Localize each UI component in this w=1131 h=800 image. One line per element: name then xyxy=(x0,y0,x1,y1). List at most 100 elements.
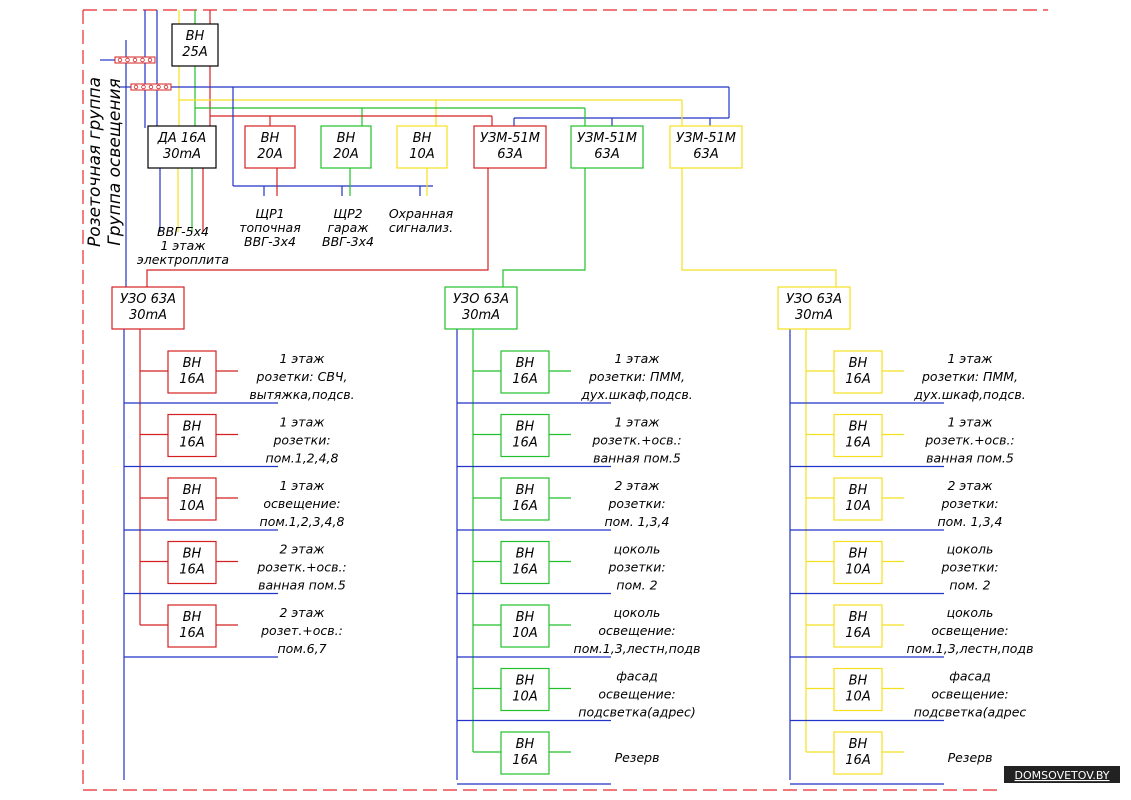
top-breaker-vn20b-line2: 20А xyxy=(333,147,358,162)
group-3-breaker-4-label-1: розетки: xyxy=(940,560,998,575)
uzo-2-line2: 30mA xyxy=(462,308,500,323)
group-1-breaker-4 xyxy=(167,540,217,585)
top-breaker-vn20a-line2: 20А xyxy=(257,147,282,162)
side-label-lighting: Группа освещения xyxy=(105,78,125,245)
terminal-strip xyxy=(130,83,172,91)
group-2-breaker-6-line1: ВН xyxy=(516,674,535,689)
group-2-breaker-2-label-0: 1 этаж xyxy=(615,415,661,430)
terminal-screw xyxy=(125,57,130,63)
group-2-breaker-3-line1: ВН xyxy=(516,483,535,498)
group-2-breaker-5-label-0: цоколь xyxy=(614,605,661,620)
top-breaker-vn20b xyxy=(320,125,372,169)
group-3-breaker-7 xyxy=(833,731,883,775)
group-2-breaker-7-line1: ВН xyxy=(516,737,535,752)
group-3-breaker-3-label-0: 2 этаж xyxy=(948,478,994,493)
group-1-breaker-5-label-2: пом.6,7 xyxy=(277,641,326,656)
terminal-strip xyxy=(114,56,156,64)
group-1-breaker-2-label-0: 1 этаж xyxy=(280,415,326,430)
red-to-uzo1 xyxy=(146,168,489,287)
top-breaker-uzm3-line1: УЗМ-51М xyxy=(676,131,736,146)
group-1-breaker-5 xyxy=(167,604,217,648)
group-3-breaker-7-line1: ВН xyxy=(849,737,868,752)
group-2-breaker-7-line2: 16А xyxy=(512,753,537,768)
group-2-breaker-4-label-1: розетки: xyxy=(607,560,665,575)
uzo-1-line2: 30mA xyxy=(129,308,167,323)
top-breaker-vn10-line1: ВН xyxy=(413,131,432,146)
top-label-0-line0: ВВГ-5х4 xyxy=(157,224,209,239)
group-2-breaker-5 xyxy=(500,604,550,648)
group-2-breaker-1-label-2: дух.шкаф,подсв. xyxy=(580,387,692,402)
top-label-2-line2: ВВГ-3х4 xyxy=(322,234,374,249)
group-1-breaker-5-label-0: 2 этаж xyxy=(280,605,326,620)
top-breaker-uzm3-line2: 63А xyxy=(693,147,718,162)
terminal-screw xyxy=(140,57,145,63)
top-breaker-uzm2-line2: 63А xyxy=(594,147,619,162)
top-breaker-vn10 xyxy=(396,125,448,169)
group-2-breaker-2-line2: 16А xyxy=(512,436,537,451)
group-3-breaker-3-label-1: розетки: xyxy=(940,496,998,511)
group-1-breaker-2-label-2: пом.1,2,4,8 xyxy=(266,451,339,466)
group-1-breaker-3-line2: 10А xyxy=(179,499,204,514)
yellow-to-uzo3 xyxy=(681,168,837,287)
group-2-breaker-4-line1: ВН xyxy=(516,547,535,562)
group-2-breaker-4-line2: 16А xyxy=(512,563,537,578)
terminal-screw xyxy=(147,57,153,63)
top-label-1-line0: ЩР1 xyxy=(255,206,284,221)
group-1-breaker-5-line2: 16А xyxy=(179,626,204,641)
group-2-breaker-5-label-2: пом.1,3,лестн,подв xyxy=(574,641,701,656)
group-2-breaker-6 xyxy=(500,667,550,712)
breakers-layer xyxy=(111,23,1120,783)
group-1-breaker-5-line1: ВН xyxy=(183,610,202,625)
group-3-breaker-4-line1: ВН xyxy=(849,547,868,562)
group-3-breaker-4 xyxy=(833,540,883,585)
group-3-breaker-3 xyxy=(833,477,883,521)
main-switch-vn25-line1: ВН xyxy=(186,29,205,44)
terminal-screw xyxy=(132,57,138,63)
group-1-breaker-4-line2: 16А xyxy=(179,563,204,578)
group-2-breaker-4 xyxy=(500,540,550,585)
uzo-3 xyxy=(777,286,851,330)
group-1-breaker-2-label-1: розетки: xyxy=(272,433,330,448)
group-2-breaker-5-line2: 10А xyxy=(512,626,537,641)
top-breaker-uzm1 xyxy=(473,125,547,169)
side-label-outlets: Розеточная группа xyxy=(85,77,105,247)
group-3-breaker-5-label-0: цоколь xyxy=(947,605,994,620)
terminal-screw xyxy=(117,57,123,63)
uzo-2-line1: УЗО 63А xyxy=(453,292,509,307)
top-label-0-line1: 1 этаж xyxy=(161,238,207,253)
group-1-breaker-3-label-1: освещение: xyxy=(263,496,340,511)
top-label-1-line1: топочная xyxy=(239,220,301,235)
terminal-screw xyxy=(133,84,139,90)
group-3-breaker-5-line1: ВН xyxy=(849,610,868,625)
group-2-breaker-1 xyxy=(500,350,550,394)
group-3-breaker-2-label-2: ванная пом.5 xyxy=(926,451,1014,466)
group-3-breaker-3-line1: ВН xyxy=(849,483,868,498)
group-1-breaker-3 xyxy=(167,477,217,521)
group-1-breaker-1 xyxy=(167,350,217,394)
wires-layer xyxy=(82,9,1048,791)
group-1-breaker-3-label-0: 1 этаж xyxy=(280,478,326,493)
group-3-breaker-2-label-1: розетк.+осв.: xyxy=(924,433,1014,448)
terminal-screw xyxy=(156,84,161,90)
top-label-0-line2: электроплита xyxy=(137,252,229,267)
group-3-breaker-2-label-0: 1 этаж xyxy=(948,415,994,430)
group-3-breaker-1 xyxy=(833,350,883,394)
group-2-breaker-1-line1: ВН xyxy=(516,356,535,371)
group-3-breaker-1-line1: ВН xyxy=(849,356,868,371)
top-breaker-vn20a xyxy=(244,125,296,169)
group-1-breaker-2 xyxy=(167,413,217,458)
group-3-breaker-6-line1: ВН xyxy=(849,674,868,689)
terminal-screw xyxy=(141,84,146,90)
group-2-breaker-1-label-0: 1 этаж xyxy=(615,351,661,366)
group-2-breaker-2 xyxy=(500,413,550,458)
main-switch-vn25-line2: 25А xyxy=(182,45,207,60)
group-3-breaker-5 xyxy=(833,604,883,648)
group-3-breaker-2-line2: 16А xyxy=(845,436,870,451)
group-3-breaker-5-line2: 16А xyxy=(845,626,870,641)
uzo-3-line2: 30mA xyxy=(795,308,833,323)
terminal-screw xyxy=(148,84,154,90)
group-2-breaker-5-label-1: освещение: xyxy=(598,623,675,638)
group-3-breaker-6-label-1: освещение: xyxy=(931,687,1008,702)
